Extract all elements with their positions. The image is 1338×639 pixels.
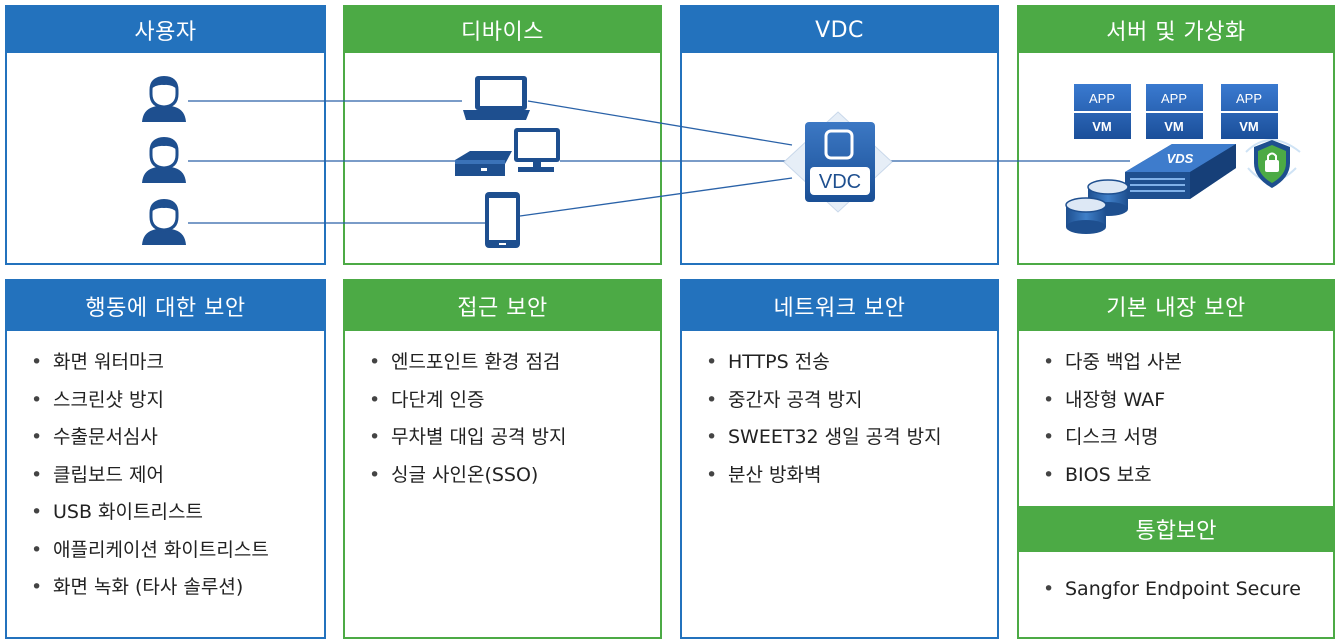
behavior-security-title: 행동에 대한 보안	[7, 281, 324, 331]
network-security-list: •HTTPS 전송 •중간자 공격 방지 •SWEET32 생일 공격 방지 •…	[706, 344, 942, 494]
line-laptop-vdc	[527, 100, 793, 146]
access-security-list: •엔드포인트 환경 점검 •다단계 인증 •무차별 대입 공격 방지 •싱글 사…	[369, 344, 566, 494]
vm-tile: APP VM	[1221, 84, 1278, 139]
server-label: VDS	[1167, 151, 1194, 166]
access-security-panel: 접근 보안 •엔드포인트 환경 점검 •다단계 인증 •무차별 대입 공격 방지…	[343, 279, 662, 639]
server-icon: VDS	[1125, 144, 1236, 199]
vm-tile: APP VM	[1146, 84, 1203, 139]
builtin-security-title: 기본 내장 보안	[1019, 281, 1333, 331]
list-item: •무차별 대입 공격 방지	[369, 426, 567, 448]
network-security-title: 네트워크 보안	[682, 281, 997, 331]
servers-panel-title: 서버 및 가상화	[1019, 7, 1333, 53]
list-item: •BIOS 보호	[1043, 463, 1152, 486]
mini-pc-icon	[455, 151, 512, 176]
list-item: •화면 녹화 (타사 솔루션)	[31, 576, 244, 598]
user-icon	[142, 199, 186, 245]
vm-tile-app-label: APP	[1236, 91, 1262, 106]
database-icon	[1065, 197, 1107, 234]
list-item: •애플리케이션 화이트리스트	[31, 538, 269, 561]
list-item: •다중 백업 사본	[1043, 351, 1182, 373]
vm-tile-app-label: APP	[1089, 91, 1115, 106]
integrated-security-title: 통합보안	[1019, 506, 1333, 552]
vdc-appliance-icon: VDC	[783, 111, 893, 213]
list-item: •HTTPS 전송	[706, 351, 830, 373]
user-icon	[142, 76, 186, 122]
access-security-title: 접근 보안	[345, 281, 660, 331]
users-panel-title: 사용자	[7, 7, 324, 53]
connector-lines	[188, 100, 1130, 224]
list-item: •수출문서심사	[31, 426, 158, 448]
list-item: •SWEET32 생일 공격 방지	[706, 426, 942, 448]
vdc-box-label: VDC	[819, 171, 861, 193]
list-item: •중간자 공격 방지	[706, 388, 863, 411]
list-item: •내장형 WAF	[1043, 388, 1166, 411]
network-security-panel: 네트워크 보안 •HTTPS 전송 •중간자 공격 방지 •SWEET32 생일…	[680, 279, 999, 639]
list-item: •USB 화이트리스트	[31, 501, 203, 523]
list-item: •화면 워터마크	[31, 351, 164, 373]
list-item: •엔드포인트 환경 점검	[369, 351, 561, 373]
list-item: •Sangfor Endpoint Secure	[1043, 578, 1301, 600]
list-item: •디스크 서명	[1043, 426, 1159, 448]
vm-tile-vm-label: VM	[1164, 119, 1184, 134]
desktop-icon	[514, 128, 560, 172]
builtin-security-list: •다중 백업 사본 •내장형 WAF •디스크 서명 •BIOS 보호	[1043, 344, 1182, 494]
integrated-security-list: •Sangfor Endpoint Secure	[1043, 571, 1301, 609]
vm-tile-app-label: APP	[1161, 91, 1187, 106]
vm-tile-vm-label: VM	[1092, 119, 1112, 134]
list-item: •싱글 사인온(SSO)	[369, 463, 539, 486]
list-item: •다단계 인증	[369, 388, 485, 411]
behavior-security-list: •화면 워터마크 •스크린샷 방지 •수출문서심사 •클립보드 제어 •USB …	[31, 344, 269, 607]
list-item: •분산 방화벽	[706, 463, 822, 486]
vdc-panel-title: VDC	[682, 7, 997, 53]
line-phone-vdc	[519, 177, 793, 217]
vm-tile-vm-label: VM	[1239, 119, 1259, 134]
list-item: •스크린샷 방지	[31, 388, 164, 411]
laptop-icon	[463, 76, 530, 120]
behavior-security-panel: 행동에 대한 보안 •화면 워터마크 •스크린샷 방지 •수출문서심사 •클립보…	[5, 279, 326, 639]
builtin-security-panel: 기본 내장 보안 •다중 백업 사본 •내장형 WAF •디스크 서명 •BIO…	[1017, 279, 1335, 639]
vm-tile: APP VM	[1074, 84, 1131, 139]
list-item: •클립보드 제어	[31, 463, 164, 486]
user-icon	[142, 137, 186, 183]
shield-icon	[1245, 139, 1301, 188]
phone-icon	[485, 192, 520, 248]
devices-panel-title: 디바이스	[345, 7, 660, 53]
